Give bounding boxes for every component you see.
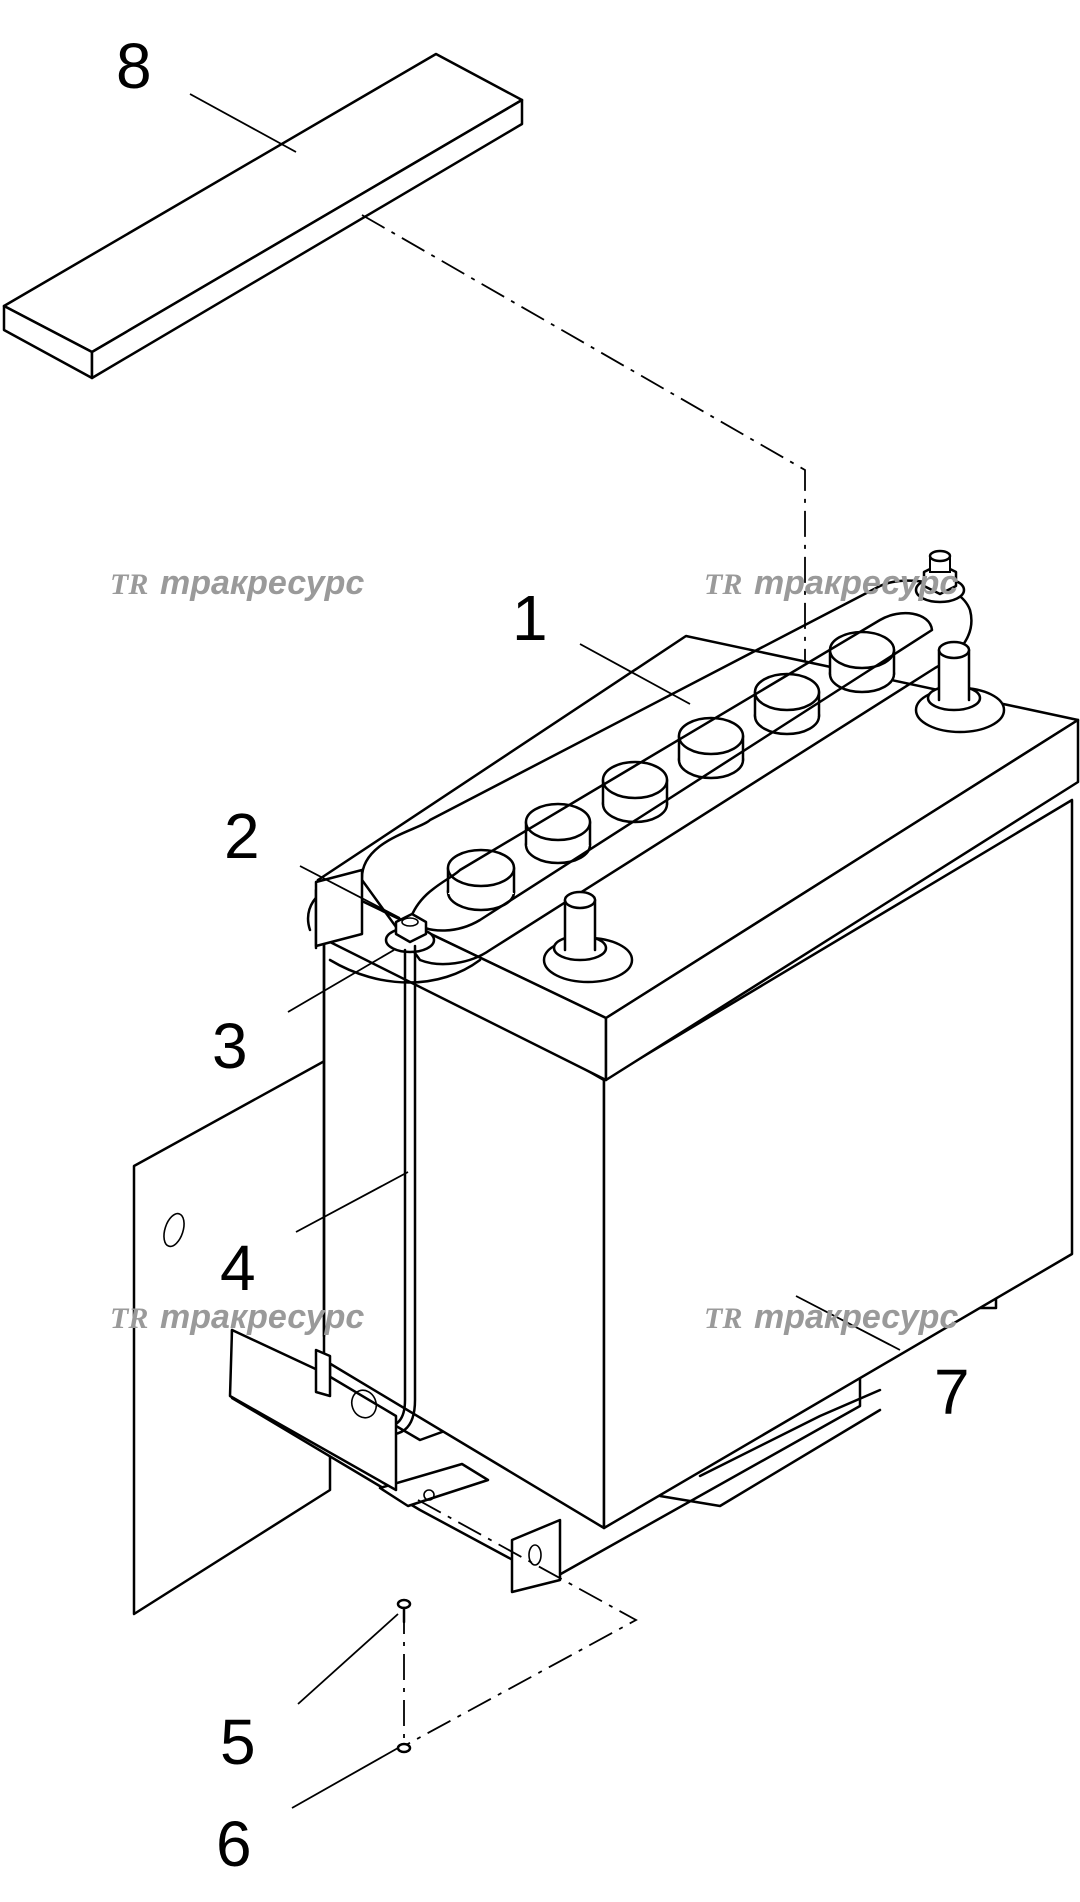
callout-8: 8 [116, 30, 152, 102]
terminal-negative [542, 890, 634, 984]
mount-bracket [228, 1328, 398, 1492]
svg-text:TR: TR [110, 568, 148, 601]
cap-2 [524, 802, 592, 865]
callout-labels: 1 2 3 4 5 6 7 8 [116, 30, 970, 1880]
assembly-line-5-6 [403, 1499, 638, 1747]
watermark-top-left: TR тракресурс [110, 564, 364, 602]
callout-5: 5 [220, 1706, 256, 1778]
part-6-nut [396, 1742, 412, 1754]
svg-text:тракресурс: тракресурс [160, 1298, 364, 1336]
callout-2: 2 [224, 800, 260, 872]
svg-text:тракресурс: тракресурс [160, 564, 364, 602]
part-1-clamp-frame [306, 579, 973, 984]
callout-3: 3 [212, 1010, 248, 1082]
battery-body [316, 634, 1080, 1530]
watermark-bottom-left: TR тракресурс [110, 1298, 364, 1336]
svg-text:TR: TR [110, 1302, 148, 1335]
svg-text:тракресурс: тракресурс [754, 564, 958, 602]
callout-6: 6 [216, 1808, 252, 1880]
cap-5 [753, 672, 821, 736]
cap-3 [601, 760, 669, 824]
watermark-bottom-right: TR тракресурс [704, 1298, 958, 1336]
leader-3 [287, 949, 395, 1013]
cap-1 [446, 848, 516, 912]
leader-7 [795, 1295, 901, 1351]
svg-text:TR: TR [704, 1302, 742, 1335]
leader-8 [189, 93, 297, 153]
callout-7: 7 [934, 1356, 970, 1428]
terminal-positive [914, 640, 1006, 734]
cap-4 [677, 716, 745, 780]
leader-2 [299, 865, 401, 919]
part-2-3-nut-washer [384, 912, 436, 954]
assembly-line-8 [361, 214, 806, 680]
leader-6 [291, 1747, 399, 1809]
callout-1: 1 [512, 582, 548, 654]
clamp-rod-nut-top [914, 549, 966, 604]
leader-1 [579, 643, 691, 705]
callout-4: 4 [220, 1232, 256, 1304]
part-5-screw [396, 1598, 412, 1624]
svg-text:TR: TR [704, 568, 742, 601]
battery-caps [446, 630, 896, 912]
leader-lines [189, 93, 901, 1809]
leader-5 [297, 1613, 399, 1705]
leader-4 [295, 1171, 409, 1233]
part-8-pad [2, 52, 524, 380]
watermark-top-right: TR тракресурс [704, 564, 958, 602]
svg-text:тракресурс: тракресурс [754, 1298, 958, 1336]
